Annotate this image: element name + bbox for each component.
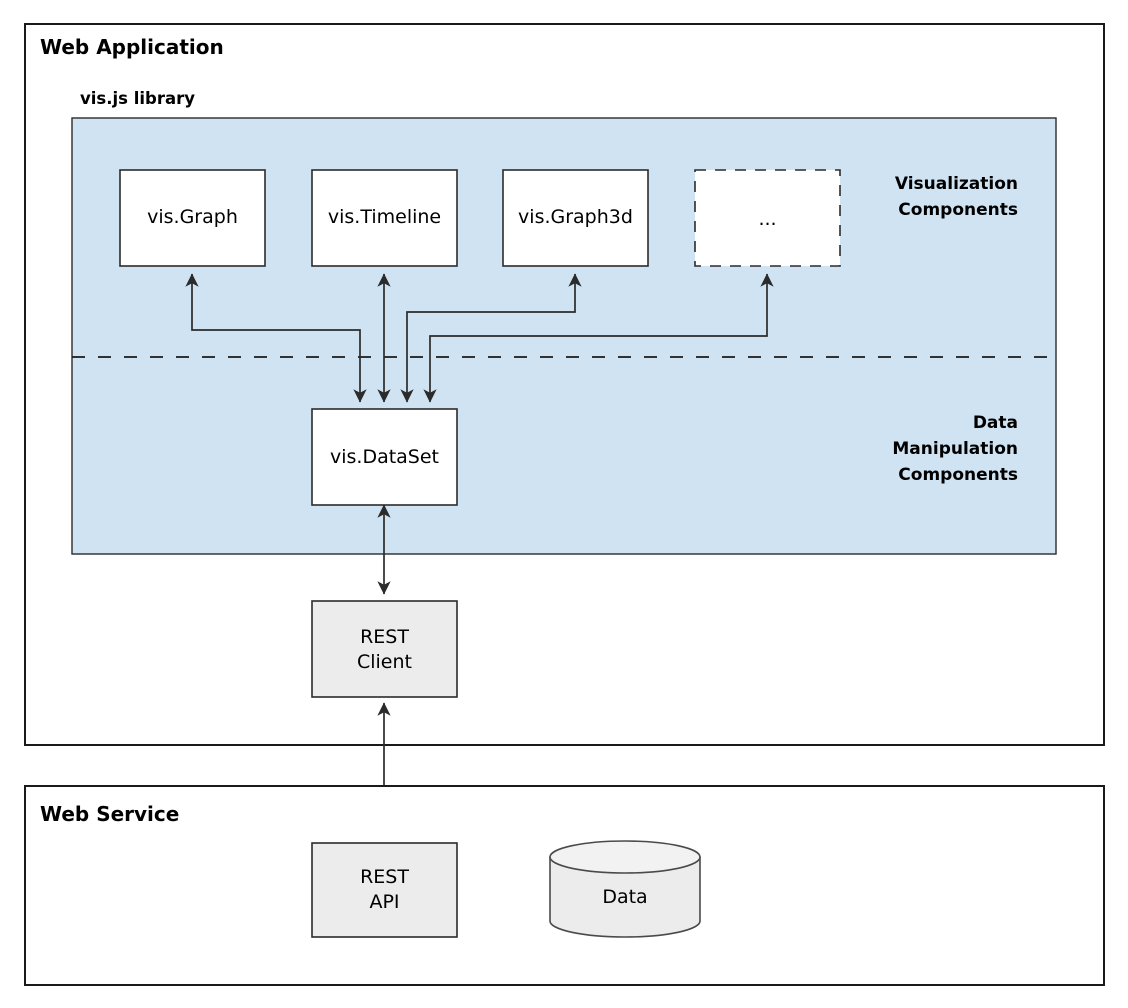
data-store-cylinder-body[interactable]	[549, 856, 701, 938]
vis-graph3d-box[interactable]	[502, 169, 649, 267]
web-application-title: Web Application	[40, 35, 224, 59]
data-store-cylinder-top	[549, 840, 701, 874]
rest-client-box[interactable]	[311, 600, 458, 698]
vis-dataset-box[interactable]	[311, 408, 458, 506]
vis-dataset-label: vis.DataSet	[330, 446, 439, 468]
connector-more-components-dataset	[423, 273, 774, 403]
data-manipulation-label-line-2: Manipulation	[892, 439, 1018, 459]
connector-vis-graph-dataset	[185, 273, 367, 403]
node-vis-graph[interactable]: vis.Graph	[119, 169, 266, 267]
rest-client-label-line-2: Client	[357, 651, 412, 673]
vis-js-library-title: vis.js library	[80, 89, 195, 108]
vis-timeline-box[interactable]	[311, 169, 458, 267]
visualization-label-line-2: Components	[898, 200, 1018, 220]
node-vis-timeline[interactable]: vis.Timeline	[311, 169, 458, 267]
vis-timeline-label: vis.Timeline	[328, 206, 441, 228]
data-manipulation-components-label: Data Manipulation Components	[892, 413, 1018, 485]
vis-graph3d-label: vis.Graph3d	[518, 206, 633, 228]
more-components-box[interactable]	[694, 169, 841, 267]
data-manipulation-label-line-3: Components	[898, 465, 1018, 485]
visualization-components-label: Visualization Components	[895, 174, 1018, 220]
node-vis-graph3d[interactable]: vis.Graph3d	[502, 169, 649, 267]
rest-api-box[interactable]	[311, 842, 458, 938]
node-vis-dataset[interactable]: vis.DataSet	[311, 408, 458, 506]
visualization-label-line-1: Visualization	[895, 174, 1018, 194]
rest-client-label-line-1: REST	[360, 626, 409, 648]
data-store-label: Data	[602, 886, 647, 908]
vis-graph-label: vis.Graph	[147, 206, 238, 228]
rest-api-label-line-2: API	[369, 891, 399, 913]
more-components-label: ...	[758, 208, 776, 230]
vis-graph-box[interactable]	[119, 169, 266, 267]
rest-api-label-line-1: REST	[360, 866, 409, 888]
node-rest-api[interactable]: REST API	[311, 842, 458, 938]
web-service-title: Web Service	[40, 802, 179, 826]
node-more-components[interactable]: ...	[694, 169, 841, 267]
node-data-store[interactable]: Data	[549, 840, 701, 938]
data-manipulation-label-line-1: Data	[973, 413, 1018, 433]
node-rest-client[interactable]: REST Client	[311, 600, 458, 698]
